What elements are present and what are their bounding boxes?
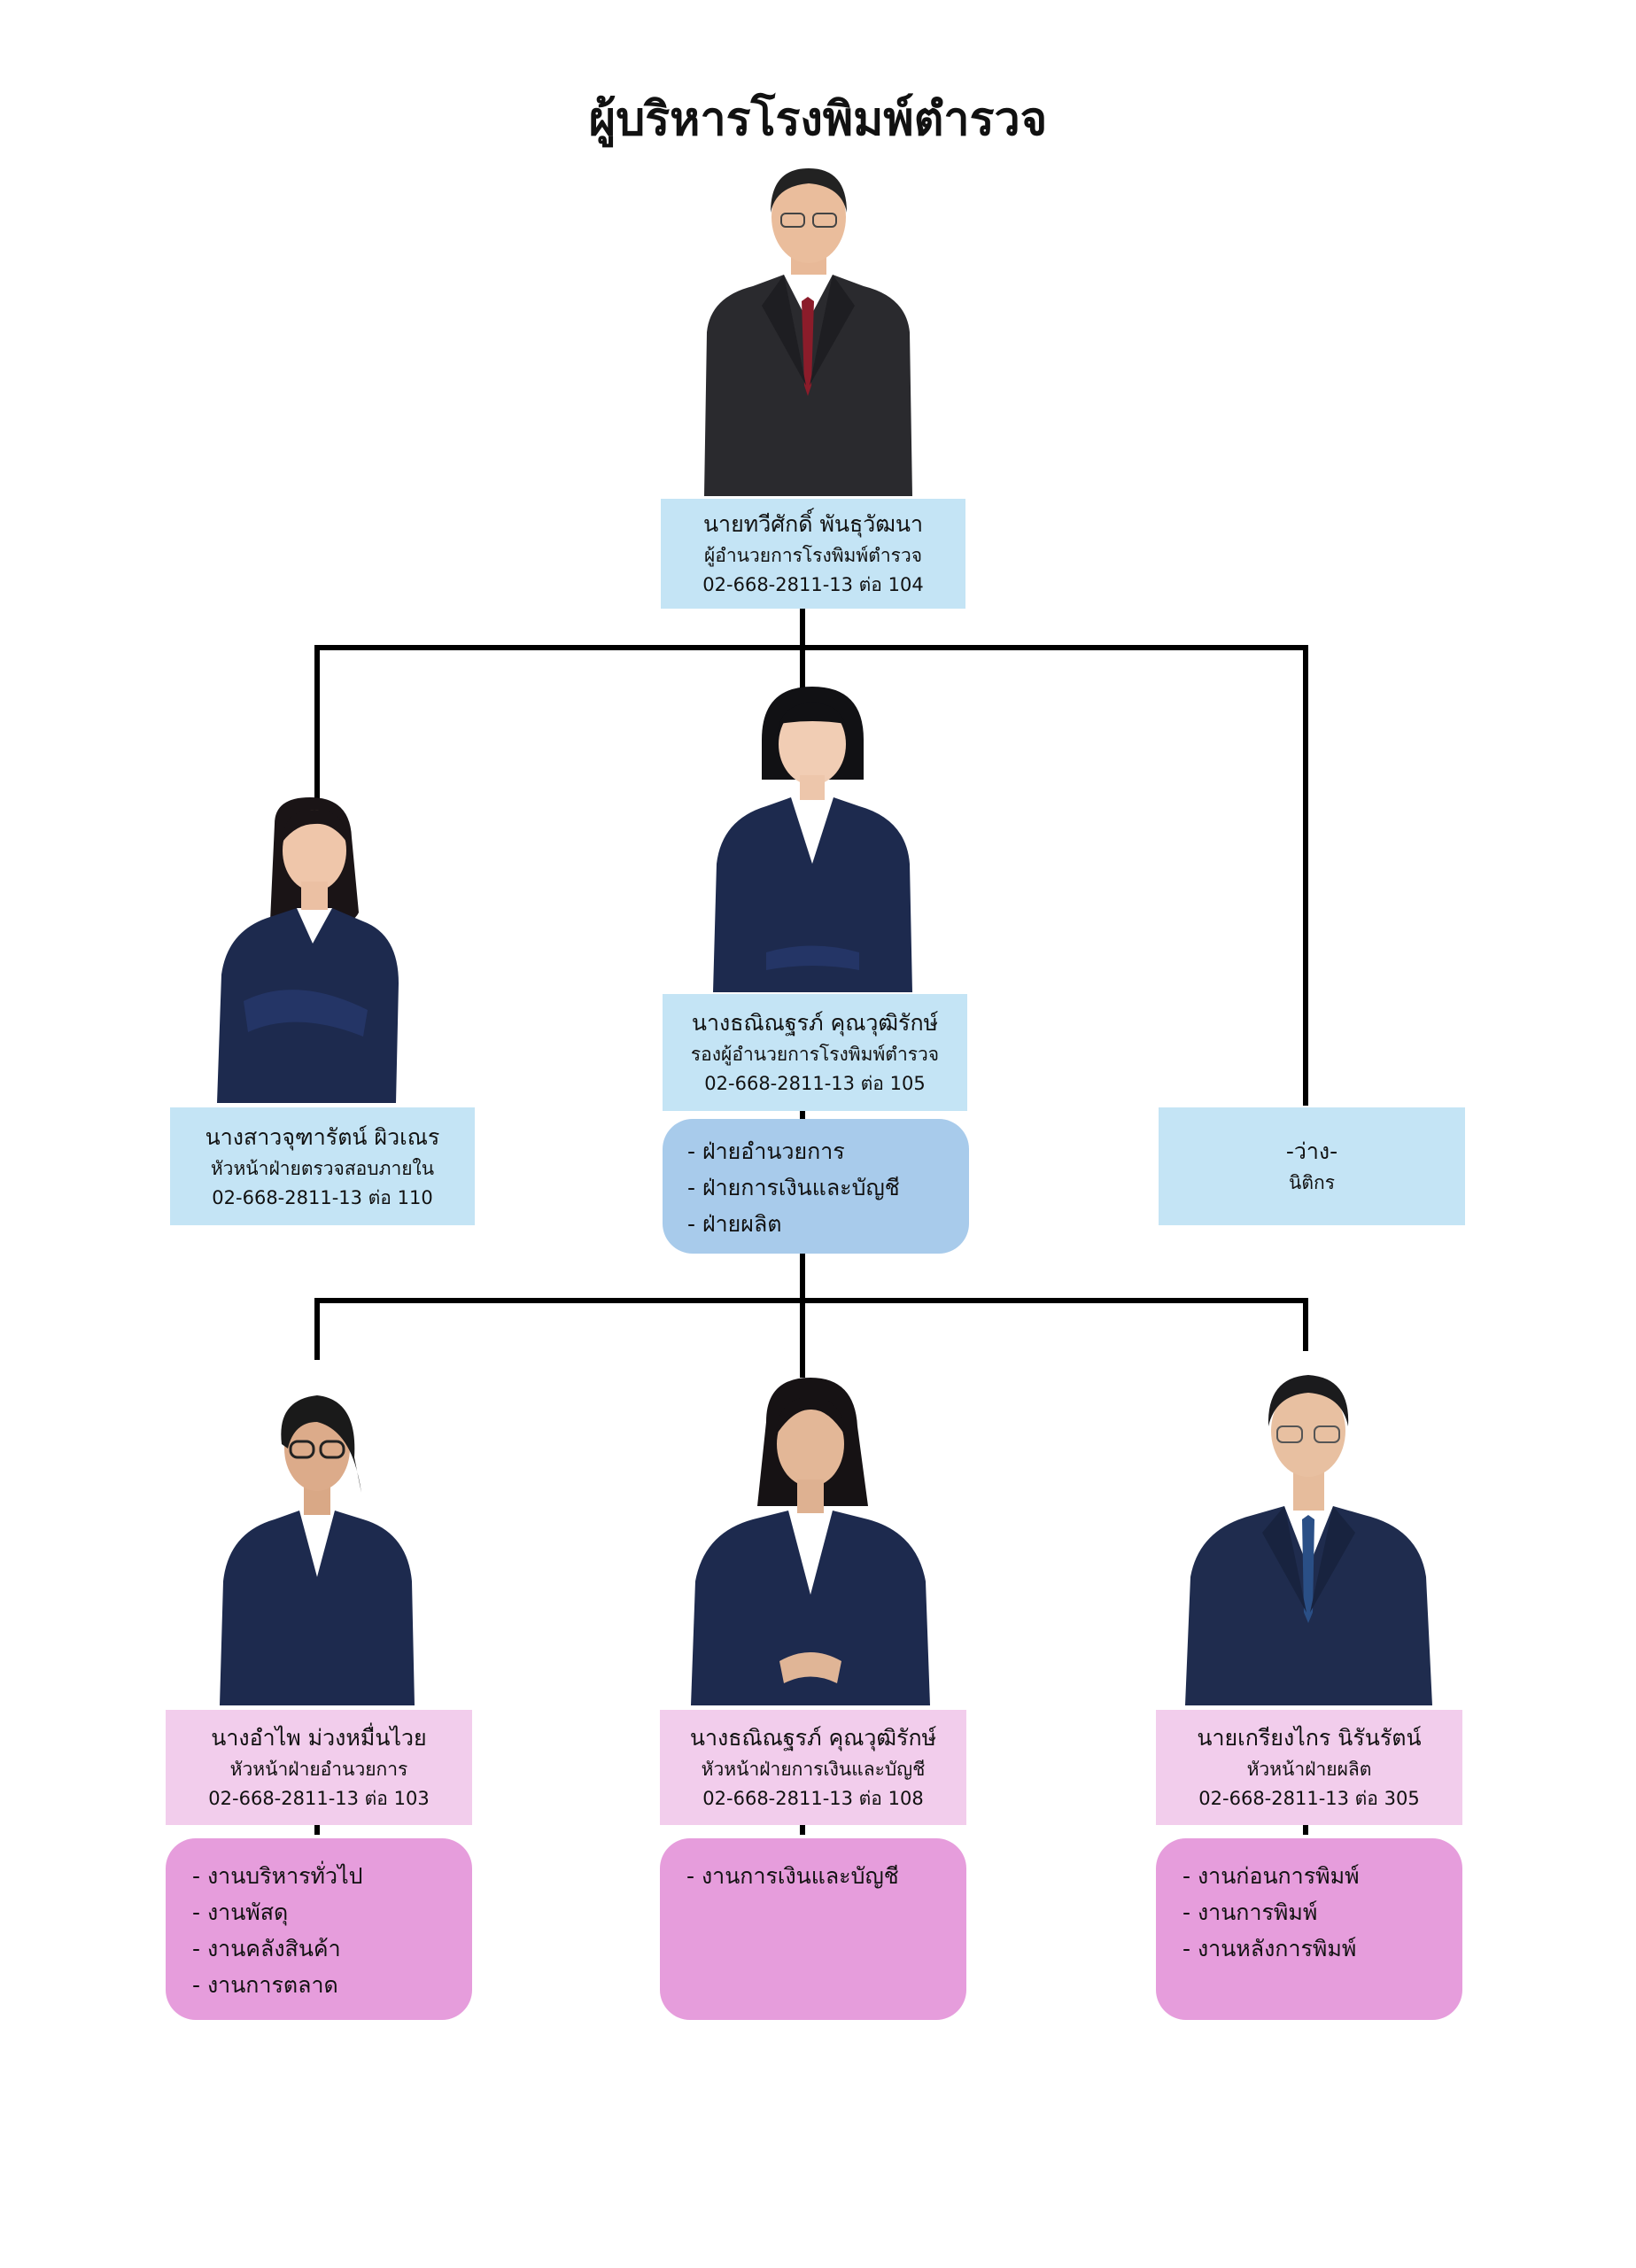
- finance-head-phone: 02-668-2811-13 ต่อ 108: [702, 1788, 924, 1809]
- legal-position: นิติกร: [1289, 1172, 1335, 1193]
- finance-head-name: นางธณิณฐรภ์ คุณวุฒิรักษ์: [689, 1725, 937, 1751]
- finance-head-photo: [691, 1378, 930, 1705]
- production-head-card: นายเกรียงไกร นิรันรัตน์ หัวหน้าฝ่ายผลิต …: [1156, 1710, 1462, 1825]
- connector-deputy-list: [800, 1109, 805, 1123]
- deputy-position: รองผู้อำนวยการโรงพิมพ์ตำรวจ: [690, 1044, 940, 1065]
- audit-card: นางสาวจุฑารัตน์ ผิวเณร หัวหน้าฝ่ายตรวจสอ…: [170, 1107, 475, 1225]
- connector-director-down: [800, 607, 805, 649]
- audit-name: นางสาวจุฑารัตน์ ผิวเณร: [205, 1123, 440, 1150]
- connector-deputy-down: [800, 1251, 805, 1302]
- audit-photo: [217, 797, 399, 1103]
- connector-finance-list: [800, 1822, 805, 1835]
- list-item: ฝ่ายอำนวยการ: [687, 1133, 944, 1169]
- production-head-name: นายเกรียงไกร นิรันรัตน์: [1197, 1725, 1422, 1751]
- list-item: งานคลังสินค้า: [192, 1930, 446, 1967]
- connector-admin-list: [314, 1822, 320, 1835]
- connector-to-deputy: [800, 645, 805, 689]
- director-position: ผู้อำนวยการโรงพิมพ์ตำรวจ: [703, 545, 923, 566]
- connector-to-finance-head: [800, 1298, 805, 1378]
- legal-name: -ว่าง-: [1285, 1138, 1338, 1164]
- admin-head-name: นางอำไพ ม่วงหมื่นไวย: [211, 1725, 427, 1751]
- connector-to-audit: [314, 645, 320, 800]
- connector-production-list: [1303, 1822, 1308, 1835]
- deputy-photo: [713, 687, 912, 992]
- finance-task-list: งานการเงินและบัญชี: [660, 1838, 966, 2020]
- director-card: นายทวีศักดิ์ พันธุวัฒนา ผู้อำนวยการโรงพิ…: [661, 499, 965, 609]
- director-name: นายทวีศักดิ์ พันธุวัฒนา: [702, 511, 924, 537]
- list-item: งานหลังการพิมพ์: [1182, 1930, 1436, 1967]
- list-item: ฝ่ายผลิต: [687, 1206, 944, 1242]
- admin-head-photo: [220, 1395, 415, 1705]
- connector-to-production-head: [1303, 1298, 1308, 1351]
- director-phone: 02-668-2811-13 ต่อ 104: [702, 574, 924, 595]
- deputy-card: นางธณิณฐรภ์ คุณวุฒิรักษ์ รองผู้อำนวยการโ…: [663, 994, 967, 1111]
- production-head-position: หัวหน้าฝ่ายผลิต: [1246, 1759, 1372, 1780]
- admin-head-position: หัวหน้าฝ่ายอำนวยการ: [229, 1759, 408, 1780]
- finance-head-position: หัวหน้าฝ่ายการเงินและบัญชี: [701, 1759, 926, 1780]
- admin-head-card: นางอำไพ ม่วงหมื่นไวย หัวหน้าฝ่ายอำนวยการ…: [166, 1710, 472, 1825]
- connector-to-legal: [1303, 645, 1308, 1106]
- deputy-department-list: ฝ่ายอำนวยการ ฝ่ายการเงินและบัญชี ฝ่ายผลิ…: [663, 1119, 969, 1254]
- list-item: งานการตลาด: [192, 1967, 446, 2003]
- admin-head-phone: 02-668-2811-13 ต่อ 103: [208, 1788, 430, 1809]
- list-item: งานพัสดุ: [192, 1894, 446, 1930]
- chart-title: ผู้บริหารโรงพิมพ์ตำรวจ: [588, 93, 1048, 146]
- deputy-phone: 02-668-2811-13 ต่อ 105: [704, 1073, 926, 1094]
- audit-position: หัวหน้าฝ่ายตรวจสอบภายใน: [210, 1157, 435, 1179]
- connector-to-admin-head: [314, 1298, 320, 1360]
- production-head-phone: 02-668-2811-13 ต่อ 305: [1198, 1788, 1420, 1809]
- production-head-photo: [1185, 1375, 1432, 1705]
- deputy-name: นางธณิณฐรภ์ คุณวุฒิรักษ์: [691, 1010, 939, 1036]
- connector-top-horizontal: [314, 645, 1308, 650]
- production-task-list: งานก่อนการพิมพ์ งานการพิมพ์ งานหลังการพิ…: [1156, 1838, 1462, 2020]
- director-photo: [704, 168, 912, 496]
- admin-task-list: งานบริหารทั่วไป งานพัสดุ งานคลังสินค้า ง…: [166, 1838, 472, 2020]
- connector-bottom-horizontal: [314, 1298, 1308, 1303]
- list-item: งานบริหารทั่วไป: [192, 1858, 446, 1894]
- list-item: งานก่อนการพิมพ์: [1182, 1858, 1436, 1894]
- finance-head-card: นางธณิณฐรภ์ คุณวุฒิรักษ์ หัวหน้าฝ่ายการเ…: [660, 1710, 966, 1825]
- list-item: ฝ่ายการเงินและบัญชี: [687, 1169, 944, 1206]
- list-item: งานการเงินและบัญชี: [686, 1858, 940, 1894]
- list-item: งานการพิมพ์: [1182, 1894, 1436, 1930]
- audit-phone: 02-668-2811-13 ต่อ 110: [212, 1186, 433, 1208]
- legal-card: -ว่าง- นิติกร: [1159, 1107, 1465, 1225]
